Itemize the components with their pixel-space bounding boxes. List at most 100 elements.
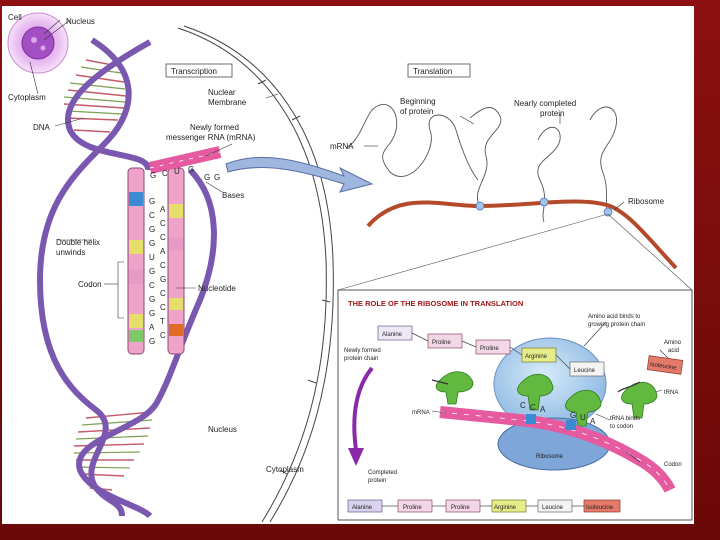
nucleus-label-top: Nucleus — [66, 17, 95, 26]
base-letter: C — [160, 219, 166, 228]
translation-leaders — [364, 114, 625, 211]
transcription-title-box: Transcription — [165, 63, 233, 78]
svg-text:G: G — [188, 165, 194, 174]
zoom-lines — [337, 213, 693, 291]
completed-protein-label-1: Completed — [368, 470, 397, 476]
base-letter: G — [160, 275, 166, 284]
newly-formed-label-1: Newly formed — [344, 348, 381, 354]
double-helix-label-2: unwinds — [56, 248, 85, 257]
base-letter: A — [160, 205, 166, 214]
growing-protein-chain: Alanine Proline Proline Arginine Leucine — [377, 325, 605, 377]
inset-codon-label: Codon — [664, 462, 682, 468]
base-letter: G — [149, 295, 155, 304]
base-letter: C — [160, 303, 166, 312]
inset-mrna — [439, 406, 676, 493]
trna-label: tRNA — [664, 390, 678, 396]
svg-text:Isoleucine: Isoleucine — [586, 505, 614, 511]
svg-text:U: U — [580, 413, 586, 422]
left-labels — [29, 19, 279, 319]
svg-text:C: C — [162, 169, 168, 178]
chain-amino-acid: Arginine — [525, 354, 548, 360]
svg-text:Proline: Proline — [403, 505, 422, 511]
base-letter: C — [149, 281, 155, 290]
svg-text:G: G — [214, 173, 220, 182]
beginning-label-1: Beginning — [400, 97, 436, 106]
new-mrna-label-2: messenger RNA (mRNA) — [166, 133, 256, 142]
base-letter: G — [149, 239, 155, 248]
chain-amino-acid: Proline — [480, 346, 499, 352]
svg-text:A: A — [540, 405, 546, 414]
mrna-label: mRNA — [330, 142, 354, 151]
svg-text:Translation: Translation — [413, 67, 452, 76]
beginning-label-2: of protein — [400, 107, 433, 116]
trna-binds-label-1: tRNA binds — [610, 416, 640, 422]
nucleotide-label: Nucleotide — [198, 284, 236, 293]
svg-text:C: C — [530, 403, 536, 412]
translation-ribosome-curve — [366, 197, 678, 270]
trna-molecules — [435, 371, 658, 427]
codon-letters: C C A G U A — [520, 401, 596, 426]
right-base-letters: A C C A C G C C T C — [160, 205, 166, 340]
ribosome-panel-title: THE ROLE OF THE RIBOSOME IN TRANSLATION — [348, 299, 523, 308]
translation-title-box: Translation — [407, 63, 471, 78]
left-base-letters: G C G G U G C G G A G — [149, 197, 155, 346]
nuclear-membrane — [177, 25, 334, 523]
base-letter: C — [149, 211, 155, 220]
cell-illustration — [7, 12, 69, 74]
transcription-arrow — [225, 156, 374, 193]
ribosome-label: Ribosome — [628, 197, 665, 206]
chain-amino-acid: Proline — [432, 340, 451, 346]
nearly-completed-label-1: Nearly completed — [514, 99, 576, 108]
svg-text:G: G — [204, 173, 210, 182]
svg-text:G: G — [150, 171, 156, 180]
base-letter: A — [149, 323, 155, 332]
amino-binds-label-1: Amino acid binds to — [588, 314, 641, 320]
base-letter: C — [160, 261, 166, 270]
codon-label: Codon — [78, 280, 102, 289]
base-letter: C — [160, 331, 166, 340]
svg-text:A: A — [590, 417, 596, 426]
svg-text:Transcription: Transcription — [171, 67, 217, 76]
inset-mrna-label: mRNA — [412, 410, 430, 416]
base-letter: A — [160, 247, 166, 256]
left-strand-nucleotides — [129, 192, 143, 342]
base-letter: G — [149, 337, 155, 346]
nuclear-membrane-label-2: Membrane — [208, 98, 247, 107]
amino-binds-label-2: growing protein chain — [588, 322, 645, 328]
svg-text:Arginine: Arginine — [494, 505, 517, 511]
bases-label: Bases — [222, 191, 244, 200]
svg-text:Proline: Proline — [451, 505, 470, 511]
completion-arrow — [352, 366, 374, 451]
top-bases-letters: G C U G G G — [150, 165, 220, 182]
inset-ribosome-label: Ribosome — [536, 454, 564, 460]
dna-double-helix — [36, 37, 217, 519]
double-helix-label-1: Double helix — [56, 238, 100, 247]
nuclear-membrane-label-1: Nuclear — [208, 88, 236, 97]
new-mrna-label-1: Newly formed — [190, 123, 239, 132]
base-letter: C — [160, 289, 166, 298]
base-letter: G — [149, 197, 155, 206]
completed-protein-chain: Alanine Proline Proline Arginine Leucine… — [347, 499, 621, 513]
svg-text:Alanine: Alanine — [352, 505, 373, 511]
base-letter: T — [160, 317, 165, 326]
base-letter: G — [149, 267, 155, 276]
ribosome-inset-panel: THE ROLE OF THE RIBOSOME IN TRANSLATION … — [337, 289, 693, 521]
base-letter: G — [149, 309, 155, 318]
chain-amino-acid: Leucine — [574, 368, 596, 374]
amino-label-2: acid — [668, 348, 679, 354]
base-letter: U — [149, 253, 155, 262]
cytoplasm-label-top: Cytoplasm — [8, 93, 46, 102]
cytoplasm-label-bottom: Cytoplasm — [266, 465, 304, 474]
base-letter: G — [149, 225, 155, 234]
completion-arrow-head — [348, 448, 364, 466]
right-strand-nucleotides — [169, 204, 183, 336]
newly-formed-label-2: protein chain — [344, 356, 378, 362]
svg-text:G: G — [570, 411, 576, 420]
dna-label: DNA — [33, 123, 51, 132]
trna-binds-label-2: to codon — [610, 424, 633, 430]
svg-text:U: U — [174, 167, 180, 176]
svg-text:Leucine: Leucine — [542, 505, 564, 511]
svg-text:C: C — [520, 401, 526, 410]
completed-protein-label-2: protein — [368, 478, 386, 484]
